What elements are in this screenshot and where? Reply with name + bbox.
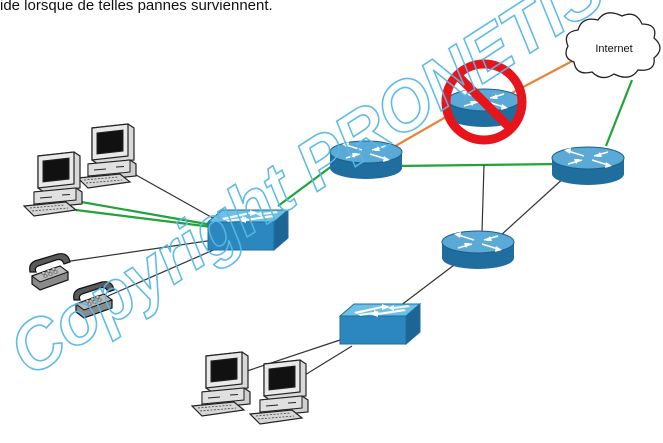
link-pc2-switch1: [75, 208, 221, 230]
router-right[interactable]: [551, 146, 625, 186]
blocked-icon: [441, 59, 527, 145]
router-bottom[interactable]: [441, 230, 515, 270]
link-router-bottom-switch2: [399, 261, 459, 307]
internet-cloud: [565, 12, 661, 79]
links: [63, 57, 634, 379]
link-pc2b-switch1: [69, 198, 219, 228]
watermark: Copyright PRONETIS: [0, 0, 618, 391]
link-router-right-internet: [604, 79, 634, 147]
switch-bottom[interactable]: [339, 303, 421, 345]
link-router-right-router-bottom: [499, 175, 567, 237]
link-switch1-router-left: [277, 159, 341, 207]
computer-icon: [191, 351, 251, 417]
caption-text: ide lorsque de telles pannes surviennent…: [0, 0, 273, 14]
link-pc1-switch1: [119, 165, 221, 223]
link-junction-router-bottom: [481, 164, 485, 233]
internet-label: Internet: [595, 43, 632, 55]
computer-icon: [23, 151, 83, 217]
link-phone2-switch1: [107, 247, 219, 297]
computer-icon: [249, 359, 309, 425]
link-phone1-switch1: [63, 239, 215, 263]
computer-icon: [77, 123, 137, 189]
watermark-text: Copyright PRONETIS: [0, 0, 618, 391]
link-router-left-router-right: [395, 162, 561, 168]
link-switch2-pc4: [299, 345, 353, 379]
link-switch2-pc3: [243, 337, 347, 373]
